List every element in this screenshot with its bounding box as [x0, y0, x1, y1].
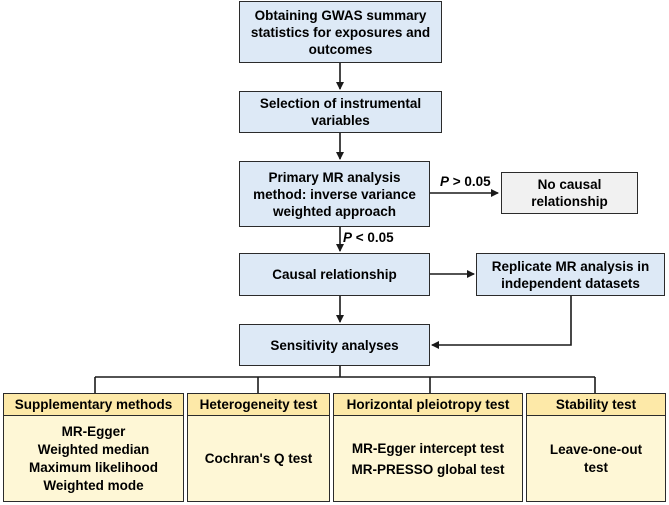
p-less-symbol: P — [343, 230, 353, 245]
category-item: Cochran's Q test — [204, 450, 313, 466]
replicate-text: Replicate MR analysis in independent dat… — [491, 258, 650, 291]
selection-step: Selection of instrumental variables — [239, 91, 442, 133]
p-greater-value: > 0.05 — [449, 174, 491, 189]
category-item: Weighted median — [37, 441, 150, 457]
sensitivity-text: Sensitivity analyses — [270, 337, 399, 353]
category-item: Leave-one-out test — [549, 441, 643, 475]
category-body-heterogeneity: Cochran's Q test — [187, 416, 330, 502]
p-greater-symbol: P — [440, 174, 450, 189]
primary-analysis-text: Primary MR analysis method: inverse vari… — [253, 169, 416, 219]
category-item: MR-PRESSO global test — [351, 461, 505, 477]
category-item: Maximum likelihood — [28, 459, 159, 475]
selection-step-text: Selection of instrumental variables — [259, 96, 422, 128]
category-title: Heterogeneity test — [199, 397, 318, 412]
p-greater-label: P > 0.05 — [440, 174, 491, 189]
p-less-label: P < 0.05 — [343, 230, 394, 245]
gwas-step-text: Obtaining GWAS summary statistics for ex… — [250, 7, 431, 57]
category-title: Horizontal pleiotropy test — [346, 397, 510, 412]
category-item: Weighted mode — [43, 477, 144, 493]
replicate-step: Replicate MR analysis in independent dat… — [476, 253, 665, 296]
sensitivity-step: Sensitivity analyses — [239, 324, 430, 366]
category-body-stability: Leave-one-out test — [526, 416, 666, 502]
gwas-step: Obtaining GWAS summary statistics for ex… — [239, 1, 442, 63]
category-header-pleiotropy: Horizontal pleiotropy test — [333, 393, 523, 416]
category-title: Supplementary methods — [14, 397, 173, 412]
category-item: MR-Egger intercept test — [351, 440, 505, 456]
no-causal-outcome: No causal relationship — [501, 172, 638, 214]
arrow-replicate-to-sensitivity — [431, 296, 572, 349]
no-causal-text: No causal relationship — [531, 177, 608, 209]
causal-text: Causal relationship — [272, 267, 397, 282]
causal-step: Causal relationship — [239, 253, 430, 296]
category-header-supplementary: Supplementary methods — [3, 393, 184, 416]
category-body-supplementary: MR-Egger Weighted median Maximum likelih… — [3, 416, 184, 502]
primary-analysis-step: Primary MR analysis method: inverse vari… — [239, 161, 430, 227]
category-header-stability: Stability test — [526, 393, 666, 416]
category-body-pleiotropy: MR-Egger intercept test MR-PRESSO global… — [333, 416, 523, 502]
category-item: MR-Egger — [61, 423, 126, 439]
category-title: Stability test — [555, 397, 637, 412]
category-header-heterogeneity: Heterogeneity test — [187, 393, 330, 416]
p-less-value: < 0.05 — [352, 230, 394, 245]
